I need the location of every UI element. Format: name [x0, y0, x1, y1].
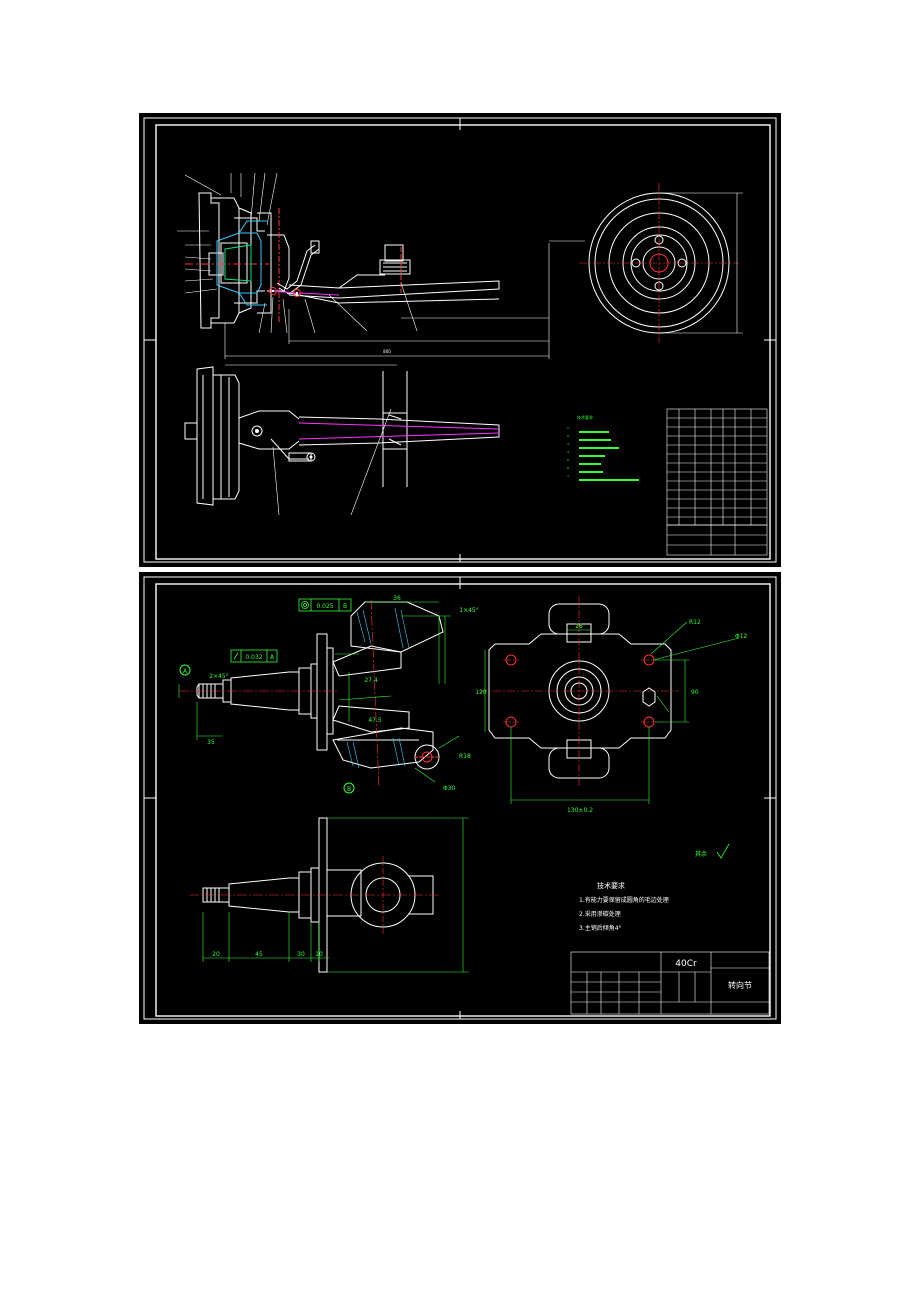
dim-27: 27.4 — [364, 677, 378, 684]
assembly-note-4: 4. — [567, 450, 570, 454]
plan-steering-linkage — [251, 425, 316, 462]
knuckle-notes-title: 技术要求 — [597, 881, 625, 890]
title-block — [570, 951, 770, 1015]
front-view-dimensions — [178, 601, 460, 783]
hub-bearing-section — [216, 220, 267, 306]
dim-30: 30 — [297, 951, 305, 958]
assembly-note-7: 7. — [567, 474, 570, 478]
knuckle-note-1: 1.有能力要保留成圆角的毛边处理 — [579, 896, 669, 904]
assembly-notes-title: 技术要求 — [577, 414, 593, 420]
flange-grease-fitting — [642, 687, 656, 707]
dimension-lines-top — [224, 240, 585, 359]
dim-chamfer: 1×45° — [459, 607, 478, 614]
dim-20: 20 — [212, 951, 220, 958]
part-name-label: 转向节 — [728, 980, 752, 990]
dim-d30: Φ30 — [443, 785, 456, 792]
wheel-dimension — [659, 192, 743, 334]
bottom-view-dimensions — [202, 817, 469, 973]
assembly-drawing-canvas: 800 — [143, 117, 777, 563]
spindle-front-view — [196, 633, 334, 751]
knuckle-tech-notes: 技术要求 1.有能力要保留成圆角的毛边处理 2.采用渗碳处理 3.主销后倾角4° — [579, 881, 669, 932]
dim-45: 45 — [255, 951, 263, 958]
tie-rod — [270, 290, 340, 296]
dim-90: 90 — [691, 689, 699, 696]
dim-chamfer-left: 2×45° — [209, 673, 228, 680]
datum-a-label: A — [183, 668, 188, 675]
assembly-note-6: 6. — [567, 466, 570, 470]
balloon-leaders — [177, 172, 418, 334]
dim-35: 35 — [207, 739, 215, 746]
inner-frame — [155, 124, 771, 560]
plan-view — [184, 366, 500, 506]
kingpin-axis — [370, 599, 380, 789]
hub-section-view — [185, 192, 269, 329]
knuckle-part-drawing-sheet: 0.025 B 0.032 A A B 36 1×45° 2×45° 35 27… — [139, 572, 781, 1024]
dim-r12: R12 — [689, 619, 701, 626]
inner-frame — [155, 583, 771, 1017]
datum-symbol-b: B — [343, 782, 355, 794]
dim-47: 47.5 — [368, 717, 382, 724]
kingpin-bore-hatch — [346, 607, 410, 769]
runout-datum: B — [343, 603, 347, 610]
outer-frame — [143, 117, 777, 563]
dim-total: 800 — [383, 349, 391, 354]
flange-centerlines — [479, 596, 679, 786]
dim-36: 36 — [393, 595, 401, 602]
outer-frame — [143, 576, 777, 1020]
spring-seat — [379, 244, 411, 293]
dim-26: 26 — [575, 623, 583, 630]
datum-symbol-a: A — [179, 664, 191, 676]
assembly-tech-notes: 技术要求 1. 2. 3. 4. 5. 6. 7. — [567, 414, 639, 481]
flatness-datum: A — [270, 654, 275, 661]
dim-r18: R18 — [459, 753, 471, 760]
dim-10: 10 — [315, 951, 323, 958]
dim-130: 130±0.2 — [567, 807, 593, 814]
wheel-centerlines — [579, 183, 739, 343]
assembly-drawing-sheet: 800 — [139, 113, 781, 567]
steering-knuckle-section — [257, 208, 290, 323]
knuckle-note-2: 2.采用渗碳处理 — [579, 910, 621, 918]
dim-d12: Φ12 — [735, 633, 748, 640]
knuckle-note-3: 3.主销后倾角4° — [579, 924, 622, 932]
assembly-note-3: 3. — [567, 442, 570, 446]
parts-list-table — [666, 408, 768, 556]
surface-roughness-symbol: 其余 — [695, 843, 730, 859]
front-axle-beam — [288, 274, 500, 304]
arm-eye — [414, 744, 440, 770]
assembly-note-2: 2. — [567, 434, 570, 438]
flange-dimensions — [484, 621, 740, 804]
flatness-value: 0.032 — [245, 654, 262, 661]
datum-b-label: B — [347, 786, 351, 793]
kingpin-boss — [332, 601, 444, 769]
assembly-note-1: 1. — [567, 426, 570, 430]
runout-tolerance-frame — [298, 598, 352, 612]
kingpin-joint — [269, 287, 301, 297]
flatness-tolerance-frame — [230, 649, 278, 663]
knuckle-drawing-canvas: 0.025 B 0.032 A A B 36 1×45° 2×45° 35 27… — [143, 576, 777, 1020]
runout-value: 0.025 — [316, 603, 333, 610]
roughness-label: 其余 — [695, 850, 707, 858]
plan-tie-rod — [298, 422, 500, 440]
dim-120: 120 — [475, 689, 487, 696]
material-label: 40Cr — [675, 959, 697, 969]
assembly-note-5: 5. — [567, 458, 570, 462]
plan-leaders — [225, 364, 397, 516]
